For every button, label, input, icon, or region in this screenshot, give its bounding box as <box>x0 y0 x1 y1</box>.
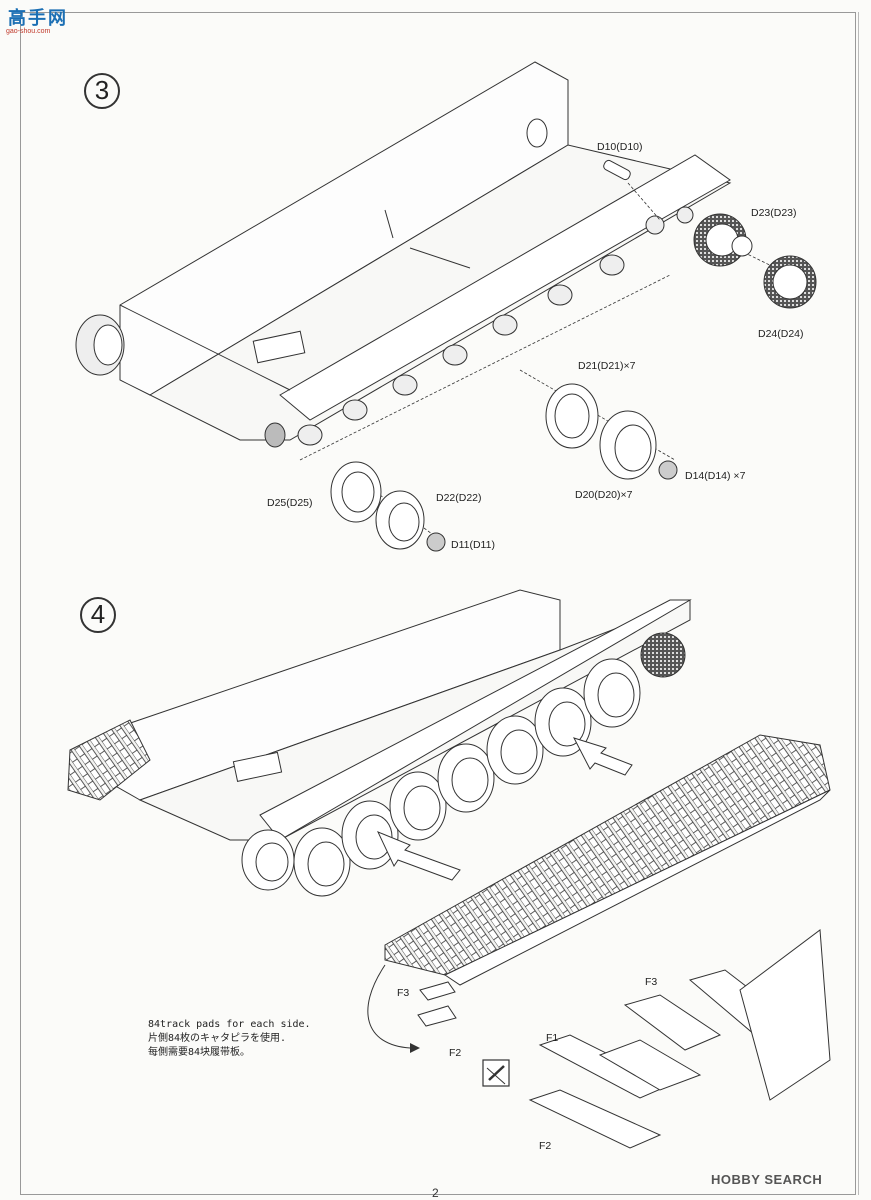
label-d23: D23(D23) <box>751 207 797 219</box>
label-d25: D25(D25) <box>267 497 313 509</box>
site-logo-url: gao-shou.com <box>6 28 51 35</box>
step4-sprocket <box>640 632 686 678</box>
step4-track-left <box>67 719 151 801</box>
label-d10: D10(D10) <box>597 141 643 153</box>
part-d23 <box>693 213 753 267</box>
step3-wheels <box>330 383 678 552</box>
hobby-search-watermark: HOBBY SEARCH <box>711 1172 823 1187</box>
step4-pad-detail-left <box>417 981 457 1027</box>
label-d20: D20(D20)×7 <box>575 489 633 501</box>
step-4-number: 4 <box>80 597 116 633</box>
step-3-number: 3 <box>84 73 120 109</box>
track-note-english: 84track pads for each side. <box>148 1019 311 1030</box>
step3-suspension <box>75 206 694 448</box>
label-d22: D22(D22) <box>436 492 482 504</box>
track-note-japanese: 片側84枚のキャタピラを使用. <box>148 1033 287 1044</box>
step4-wheels <box>241 658 641 897</box>
label-d21: D21(D21)×7 <box>578 360 636 372</box>
label-f1: F1 <box>546 1032 559 1044</box>
track-note-chinese: 每側需要84块履带板。 <box>148 1047 251 1058</box>
site-logo-text: 高手网 <box>8 8 68 29</box>
page-border <box>20 12 856 1195</box>
label-d14: D14(D14) ×7 <box>685 470 746 482</box>
page-number: 2 <box>432 1186 439 1200</box>
label-d11: D11(D11) <box>451 539 495 551</box>
part-d24 <box>763 255 817 309</box>
step4-pad-detail-right <box>528 929 831 1149</box>
label-f3-right: F3 <box>645 976 658 988</box>
step4-hull <box>104 589 692 841</box>
site-logo[interactable]: 高手网 gao-shou.com <box>4 4 72 42</box>
label-f2-left: F2 <box>449 1047 462 1059</box>
page-edge <box>858 12 859 1195</box>
label-d24: D24(D24) <box>758 328 804 340</box>
step3-hull <box>119 61 732 441</box>
label-f2-right: F2 <box>539 1140 552 1152</box>
step4-arrows <box>377 737 633 881</box>
cut-with-knife-icon <box>482 1059 510 1087</box>
part-d10 <box>603 159 631 181</box>
step4-track-run <box>384 734 831 986</box>
label-f3-left: F3 <box>397 987 410 999</box>
step4-curved-arrow <box>367 964 411 1049</box>
track-pad-note: 84track pads for each side. 片側84枚のキャタピラを… <box>148 1018 311 1060</box>
